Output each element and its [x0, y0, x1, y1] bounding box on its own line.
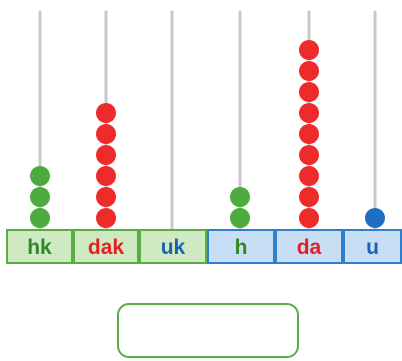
place-cell-dak: [73, 229, 139, 264]
bead-u-1: [365, 208, 385, 228]
place-label-u: u: [366, 236, 379, 259]
answer-value: [119, 305, 297, 356]
bead-da-9: [299, 40, 319, 60]
bead-da-8: [299, 61, 319, 81]
place-label-da: da: [297, 236, 322, 259]
place-label-uk: uk: [161, 236, 186, 259]
bead-da-7: [299, 82, 319, 102]
bead-dak-1: [96, 208, 116, 228]
bead-da-5: [299, 124, 319, 144]
bead-dak-5: [96, 124, 116, 144]
bead-h-2: [230, 187, 250, 207]
place-label-h: h: [235, 236, 248, 259]
bead-h-1: [230, 208, 250, 228]
bead-da-1: [299, 208, 319, 228]
bead-hk-2: [30, 187, 50, 207]
bead-hk-3: [30, 166, 50, 186]
bead-da-3: [299, 166, 319, 186]
bead-da-4: [299, 145, 319, 165]
place-cell-u: [343, 229, 402, 264]
abacus: hk dak uk h da u: [6, 10, 402, 264]
bead-dak-4: [96, 145, 116, 165]
bead-hk-1: [30, 208, 50, 228]
place-cell-da: [275, 229, 343, 264]
bead-dak-6: [96, 103, 116, 123]
place-cell-h: [207, 229, 275, 264]
bead-da-6: [299, 103, 319, 123]
bead-dak-2: [96, 187, 116, 207]
bead-da-2: [299, 187, 319, 207]
place-cell-uk: [139, 229, 207, 264]
place-label-hk: hk: [27, 236, 52, 259]
bead-dak-3: [96, 166, 116, 186]
place-label-dak: dak: [88, 236, 125, 259]
answer-input-box[interactable]: [117, 303, 299, 358]
place-cell-hk: [6, 229, 73, 264]
